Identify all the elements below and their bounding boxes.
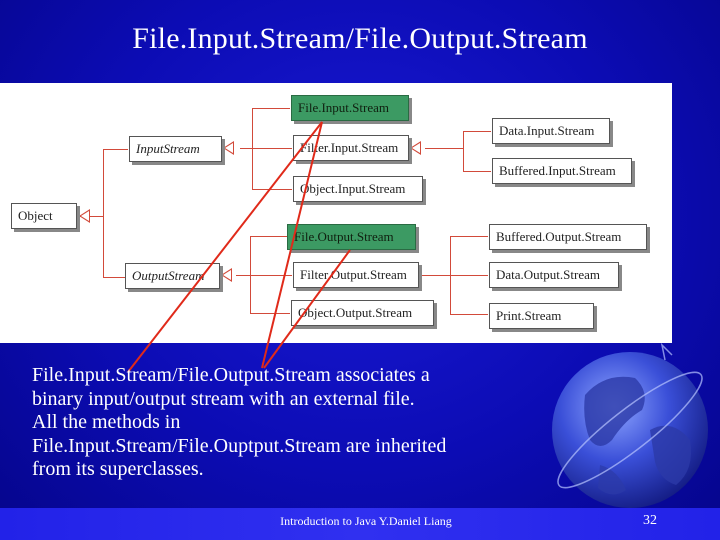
body-line: File.Input.Stream/File.Output.Stream ass…: [32, 364, 430, 386]
class-hierarchy-diagram: Object InputStream OutputStream File.Inp…: [0, 83, 672, 343]
body-line: All the methods in: [32, 411, 181, 433]
class-box-filter-input-stream: Filter.Input.Stream: [293, 135, 409, 161]
class-box-data-output-stream: Data.Output.Stream: [489, 262, 619, 288]
class-box-buffered-output-stream: Buffered.Output.Stream: [489, 224, 647, 250]
class-box-buffered-input-stream: Buffered.Input.Stream: [492, 158, 632, 184]
class-box-input-stream: InputStream: [129, 136, 222, 162]
class-box-file-input-stream: File.Input.Stream: [291, 95, 409, 121]
footer-text: Introduction to Java Y.Daniel Liang: [280, 514, 452, 528]
body-line: binary input/output stream with an exter…: [32, 387, 415, 410]
body-line: from its superclasses.: [32, 458, 204, 480]
body-text: File.Input.Stream/File.Output.Stream ass…: [32, 364, 552, 482]
class-box-object: Object: [11, 203, 77, 229]
class-box-filter-output-stream: Filter.Output.Stream: [293, 262, 419, 288]
class-box-data-input-stream: Data.Input.Stream: [492, 118, 610, 144]
class-box-print-stream: Print.Stream: [489, 303, 594, 329]
class-box-output-stream: OutputStream: [125, 263, 220, 289]
class-box-file-output-stream: File.Output.Stream: [287, 224, 416, 250]
page-number: 32: [643, 513, 657, 528]
slide-title: File.Input.Stream/File.Output.Stream: [132, 22, 588, 55]
body-line: File.Input.Stream/File.Ouptput.Stream ar…: [32, 434, 447, 457]
footer-bar: [0, 508, 720, 540]
class-box-object-output-stream: Object.Output.Stream: [291, 300, 434, 326]
class-box-object-input-stream: Object.Input.Stream: [293, 176, 423, 202]
